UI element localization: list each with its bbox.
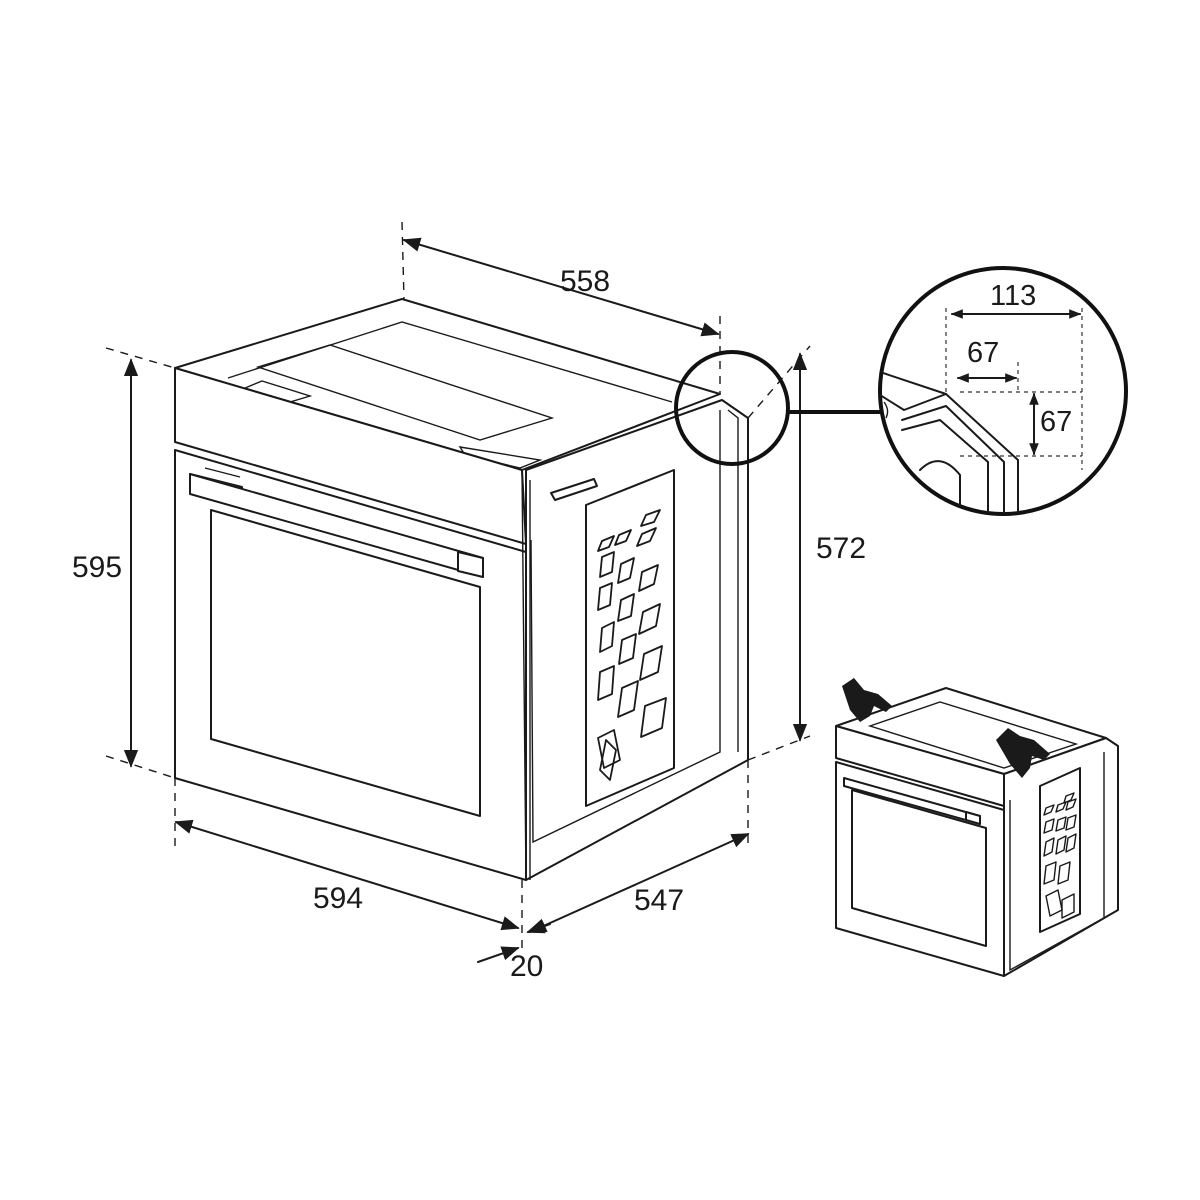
vent-panel: [585, 469, 675, 807]
main-oven: [174, 298, 749, 881]
detail-callout: 113 67 67: [674, 266, 1128, 516]
detail-horizontal-label: 67: [967, 337, 999, 369]
depth-side-label: 547: [634, 884, 684, 917]
hand-icon: [842, 678, 892, 722]
door-window: [210, 509, 481, 817]
side-rail: [550, 478, 598, 501]
vent-slots: [597, 509, 667, 781]
width-label: 594: [313, 882, 363, 915]
height-side-label: 572: [816, 532, 866, 565]
detail-vertical-label: 67: [1040, 406, 1072, 438]
detail-overall-label: 113: [990, 280, 1036, 312]
door-handle: [189, 467, 484, 578]
panel-offset-label: 20: [510, 950, 543, 983]
depth-top-label: 558: [560, 265, 610, 298]
dimension-labels: 558 595 572 594 547 20: [72, 265, 866, 983]
height-label: 595: [72, 551, 122, 584]
install-illustration: [835, 678, 1119, 977]
dimension-lines: [105, 221, 811, 963]
hand-icon: [996, 728, 1050, 778]
